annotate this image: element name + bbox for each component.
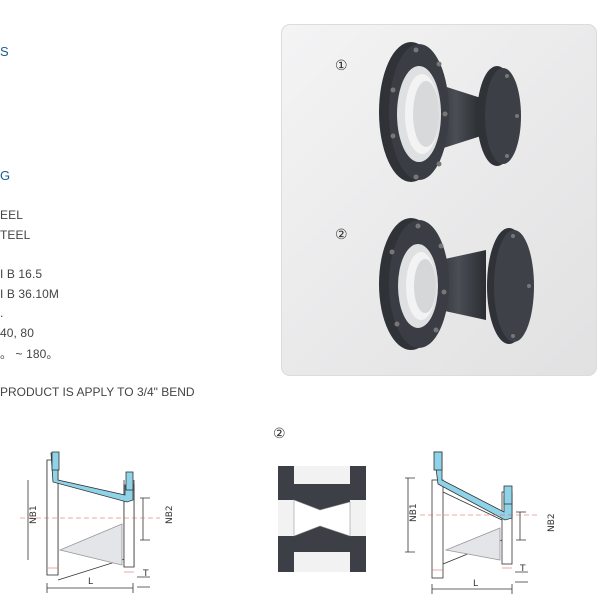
- spec-line-schedule: 40, 80: [0, 326, 34, 340]
- technical-drawings: NB1 NB2 L T NB1 NB2 L T: [20, 451, 557, 594]
- dimension-length-a: L: [88, 577, 93, 587]
- dimension-thickness-a: T: [142, 569, 149, 579]
- product-photo-illustration: [379, 42, 534, 350]
- drawing-concentric-reducer: [405, 451, 540, 594]
- section-heading-1: S: [0, 44, 9, 59]
- reducer-photo-2: [379, 218, 534, 350]
- section-heading-2: G: [0, 168, 11, 183]
- spec-line-standard-1: I B 16.5: [0, 267, 43, 281]
- marker-one: ①: [335, 57, 348, 73]
- dimension-length-c: L: [473, 579, 478, 589]
- product-note: PRODUCT IS APPLY TO 3/4" BEND: [0, 385, 195, 399]
- spec-line-angle: 。 ~ 180。: [0, 347, 59, 361]
- marker-two-drawing: ②: [273, 425, 286, 441]
- dimension-nb1-a: NB1: [29, 505, 39, 524]
- dimension-thickness-c: T: [519, 564, 526, 574]
- spec-line-material-2: TEEL: [0, 228, 31, 242]
- reducer-photo-1: [379, 42, 521, 182]
- marker-two: ②: [335, 226, 348, 242]
- dimension-nb1-c: NB1: [409, 503, 419, 522]
- dimension-nb2-c: NB2: [547, 513, 557, 532]
- spec-line-dot: .: [0, 306, 4, 320]
- drawing-sectional-view: [278, 466, 366, 572]
- spec-line-standard-2: I B 36.10M: [0, 287, 60, 301]
- product-photo-panel: ① ②: [281, 24, 597, 376]
- dimension-nb2-a: NB2: [165, 505, 175, 524]
- drawing-eccentric-reducer: [20, 451, 160, 593]
- spec-line-material-1: EEL: [0, 208, 23, 222]
